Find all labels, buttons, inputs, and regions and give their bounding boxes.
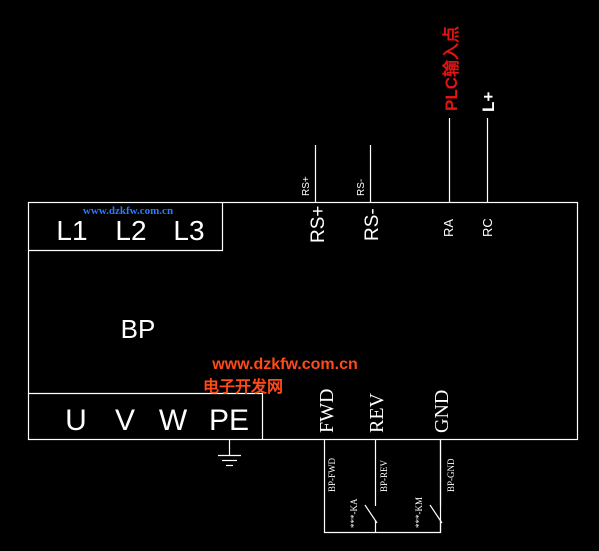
control-wiring	[323, 440, 443, 534]
terminal-l1: L1	[56, 215, 87, 246]
terminal-pe: PE	[209, 404, 249, 437]
contact-km-switch	[429, 504, 443, 524]
terminal-w: W	[159, 404, 188, 437]
terminal-gnd: GND	[431, 390, 453, 433]
wire-label-bp-rev: BP-REV	[379, 459, 389, 492]
watermark-url: www.dzkfw.com.cn	[211, 356, 358, 373]
terminal-rs-minus: RS-	[362, 208, 383, 241]
terminal-l3: L3	[173, 215, 204, 246]
device-outline	[27, 201, 579, 441]
input-terminal-block	[28, 202, 224, 252]
terminal-v: V	[115, 404, 135, 437]
l-plus-label: L+	[479, 92, 498, 112]
wire-label-rs-minus: RS-	[356, 179, 367, 196]
wire-label-rs-plus: RS+	[301, 176, 312, 196]
contact-ka-switch	[364, 504, 378, 524]
watermark-name: 电子开发网	[203, 377, 283, 396]
wire-label-bp-gnd: BP-GND	[446, 458, 456, 492]
output-terminal-block	[28, 392, 264, 440]
watermark-small-url: www.dzkfw.com.cn	[83, 205, 173, 217]
ground-symbol	[218, 440, 241, 467]
terminal-rc: RC	[480, 218, 495, 237]
terminal-l2: L2	[115, 215, 146, 246]
device-label: BP	[121, 314, 156, 344]
contact-label-ka: ***-KA	[349, 498, 359, 528]
contact-label-km: ***-KM	[414, 497, 424, 528]
terminal-rev: REV	[366, 392, 388, 433]
plc-input-label: PLC输入点	[441, 26, 461, 111]
terminal-ra: RA	[441, 219, 456, 237]
terminal-u: U	[65, 404, 87, 437]
terminal-rs-plus: RS+	[308, 206, 329, 244]
wire-label-bp-fwd: BP-FWD	[327, 457, 337, 492]
terminal-fwd: FWD	[316, 389, 338, 433]
